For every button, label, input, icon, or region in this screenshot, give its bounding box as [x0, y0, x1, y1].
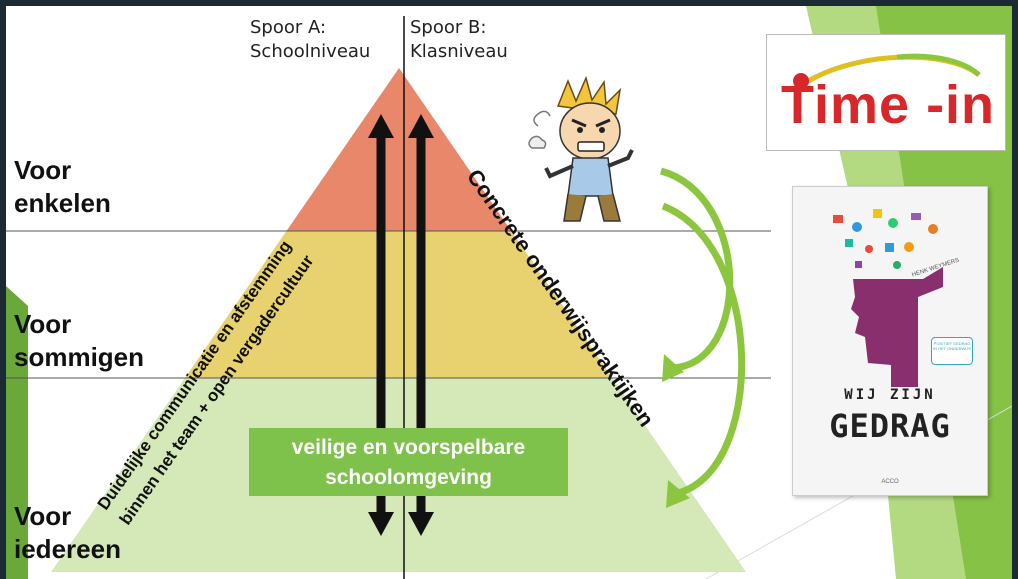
arrow-b-head-up [408, 114, 434, 138]
track-b-label-line2: Klasniveau [410, 41, 508, 62]
angry-cartoon-figure [528, 76, 634, 222]
swoosh-green [896, 53, 981, 77]
level-few-line2: enkelen [14, 188, 111, 218]
track-a-label-line1: Spoor A: [250, 17, 327, 38]
curved-arrow-long-head [666, 480, 690, 508]
legs [563, 193, 621, 222]
level-some-line2: sommigen [14, 342, 145, 372]
floating-icon-12 [893, 261, 901, 269]
base-box-line2: schoolomgeving [325, 466, 492, 489]
book-title-line2: GEDRAG [829, 407, 951, 445]
arrow-a-head-up [368, 114, 394, 138]
curved-arrow-short-head [662, 354, 684, 382]
floating-icon-10 [904, 242, 914, 252]
gritted-teeth [577, 141, 605, 152]
track-b-label: Spoor B: Klasniveau [410, 16, 508, 64]
base-box: veilige en voorspelbare schoolomgeving [249, 428, 568, 496]
floating-icon-5 [911, 213, 921, 220]
book-cover: HENK WEYMERS POSITIEF GEDRAG IN HET ONDE… [792, 186, 988, 496]
floating-icon-4 [888, 218, 898, 228]
time-in-logo: Time -in [766, 34, 1006, 151]
floating-icons [833, 209, 938, 269]
curved-arrow-long [661, 202, 746, 498]
floating-icon-7 [845, 239, 853, 247]
level-everyone-line1: Voor [14, 501, 72, 531]
floating-icon-3 [873, 209, 882, 218]
hair [556, 76, 622, 115]
book-publisher: ACCO [881, 479, 899, 485]
book-badge: POSITIEF GEDRAG IN HET ONDERWIJS [931, 337, 973, 365]
left-green-band [6, 286, 28, 579]
logo-dot [793, 73, 809, 89]
level-label-some: Voor sommigen [14, 308, 144, 374]
logo-swoosh-icon [803, 53, 981, 86]
arms [544, 149, 634, 179]
eye-right [599, 127, 605, 133]
steam-puff [533, 110, 551, 127]
arrow-a-head-down [368, 512, 394, 536]
floating-icon-1 [833, 215, 843, 223]
level-label-few: Voor enkelen [14, 154, 111, 220]
book-title-line1: WIJ ZIJN [844, 387, 936, 403]
head-silhouette [851, 267, 943, 387]
level-few-line1: Voor [14, 155, 72, 185]
shirt [567, 157, 614, 197]
floating-icon-2 [852, 222, 862, 232]
logo-text: Time -in [781, 75, 996, 135]
track-b-label-line1: Spoor B: [410, 17, 487, 38]
book-illustration [833, 209, 943, 387]
level-label-everyone: Voor iedereen [14, 500, 121, 566]
slide: Duidelijke communicatie en afstemming bi… [6, 6, 1012, 579]
track-a-label-line2: Schoolniveau [250, 41, 371, 62]
arrow-b-head-down [408, 512, 434, 536]
base-box-line1: veilige en voorspelbare [291, 436, 526, 459]
level-everyone-line2: iedereen [14, 534, 121, 564]
floating-icon-9 [885, 243, 894, 252]
floating-icon-11 [855, 261, 862, 268]
steam-puff-2 [528, 135, 547, 149]
curved-arrow-icon [660, 167, 746, 508]
angry-brows [571, 118, 611, 128]
floating-icon-8 [865, 245, 873, 253]
book-badge-text: POSITIEF GEDRAG IN HET ONDERWIJS [932, 341, 972, 351]
track-a-label: Spoor A: Schoolniveau [250, 16, 370, 64]
floating-icon-6 [928, 224, 938, 234]
eye-left [577, 127, 583, 133]
level-some-line1: Voor [14, 309, 72, 339]
